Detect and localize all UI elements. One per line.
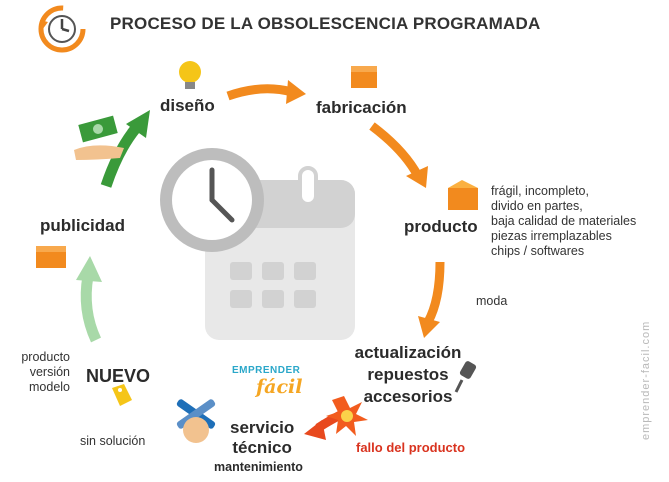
node-producto: producto (404, 217, 478, 236)
box-producto-icon (448, 180, 478, 210)
producto-detail: baja calidad de materiales (491, 214, 637, 228)
label-moda: moda (476, 294, 508, 308)
watermark: emprender-facil.com (640, 320, 652, 440)
emprender-facil-logo: EMPRENDER fácil (232, 362, 303, 398)
label-fallo: fallo del producto (356, 440, 466, 455)
producto-detail: piezas irremplazables (491, 229, 612, 243)
node-servicio-line: servicio (230, 418, 295, 437)
producto-detail: divido en partes, (491, 199, 583, 213)
node-mantenimiento: mantenimiento (214, 460, 303, 474)
node-actualizacion-line: repuestos (367, 365, 449, 384)
logo-line2: fácil (256, 376, 303, 398)
arrow-diseno-fabricacion (226, 80, 306, 104)
price-tag-icon (112, 384, 132, 406)
producto-detail: chips / softwares (491, 244, 585, 258)
nuevo-side-labels: producto versión modelo (8, 350, 70, 395)
tools-icon (176, 399, 216, 443)
node-servicio-line: técnico (232, 438, 292, 457)
label-sin-solucion: sin solución (80, 434, 146, 448)
nuevo-side-label: versión (29, 365, 70, 379)
box-publicidad-icon (36, 246, 66, 268)
clock-title-icon (38, 5, 86, 53)
plug-icon (454, 361, 477, 393)
logo-line1: EMPRENDER (232, 365, 301, 376)
arrow-producto-actualizacion (418, 261, 445, 338)
lightbulb-icon (179, 61, 201, 89)
nuevo-side-label: modelo (29, 380, 70, 394)
clock-calendar-icon (160, 148, 355, 340)
diagram-title: PROCESO DE LA OBSOLESCENCIA PROGRAMADA (110, 14, 541, 33)
money-hand-icon (74, 115, 124, 160)
node-actualizacion: actualización repuestos accesorios (346, 342, 470, 408)
node-actualizacion-line: actualización (354, 343, 462, 362)
arrow-fabricacion-producto (369, 122, 428, 188)
node-servicio: servicio técnico (230, 418, 294, 458)
explosion-icon (326, 396, 368, 436)
box-icon (351, 66, 377, 88)
arrow-nuevo-publicidad (76, 256, 102, 343)
node-actualizacion-line: accesorios (363, 387, 453, 406)
node-nuevo: NUEVO (86, 366, 151, 386)
node-publicidad: publicidad (40, 216, 125, 235)
producto-detail: frágil, incompleto, (491, 184, 589, 198)
nuevo-side-label: producto (21, 350, 70, 364)
node-diseno: diseño (160, 96, 215, 115)
producto-details: frágil, incompleto, divido en partes, ba… (491, 184, 636, 259)
node-fabricacion: fabricación (316, 98, 407, 117)
